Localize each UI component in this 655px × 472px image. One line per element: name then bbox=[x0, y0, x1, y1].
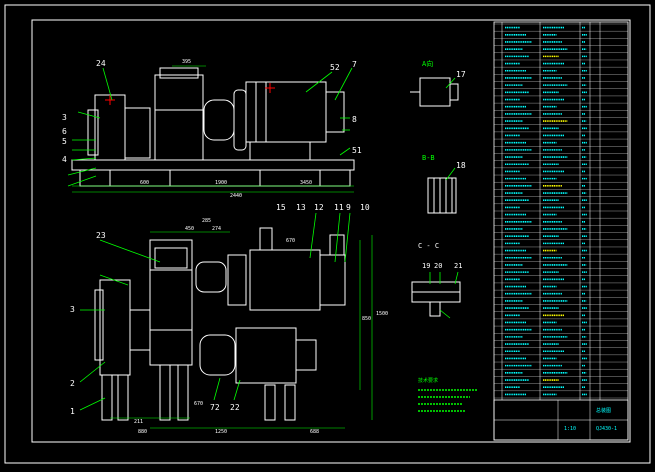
balloon-top-24: 24 bbox=[96, 59, 106, 68]
plan-reducer bbox=[149, 239, 193, 366]
balloon-bottom-10: 10 bbox=[360, 203, 370, 212]
dim-bottom-670-upper: 670 bbox=[286, 238, 295, 244]
dim-bottom-880: 880 bbox=[138, 429, 147, 435]
dimension-lines bbox=[72, 65, 373, 429]
view-a-part bbox=[419, 77, 451, 107]
outer-border bbox=[4, 4, 651, 464]
balloon-bottom-1: 1 bbox=[70, 407, 75, 416]
dim-bottom-274: 274 bbox=[212, 226, 221, 232]
balloon-top-4: 4 bbox=[62, 155, 67, 164]
balloon-bottom-18: 18 bbox=[456, 161, 466, 170]
balloon-bottom-13: 13 bbox=[296, 203, 306, 212]
section-label-c: C - C bbox=[418, 242, 439, 250]
dim-bottom-450: 450 bbox=[185, 226, 194, 232]
title-drawing-title: 总装图 bbox=[596, 407, 611, 414]
balloon-bottom-9: 9 bbox=[346, 203, 351, 212]
dim-top-600: 600 bbox=[140, 180, 149, 186]
view-b-part bbox=[427, 177, 457, 214]
balloon-bottom-22: 22 bbox=[230, 403, 240, 412]
plan-motor-1 bbox=[249, 249, 321, 311]
reducer-body bbox=[154, 74, 204, 161]
plan-coupling-2 bbox=[199, 334, 236, 376]
balloon-top-3: 3 bbox=[62, 113, 67, 122]
table-rows bbox=[494, 23, 628, 399]
dim-bottom-211: 211 bbox=[134, 419, 143, 425]
balloon-bottom-3: 3 bbox=[70, 305, 75, 314]
balloon-top-5: 5 bbox=[62, 137, 67, 146]
balloon-bottom-11: 11 bbox=[334, 203, 344, 212]
balloon-top-6: 6 bbox=[62, 127, 67, 136]
bottom-plan-view bbox=[94, 227, 346, 421]
motor-body bbox=[245, 81, 327, 143]
base-frame bbox=[71, 159, 355, 171]
dim-top-395: 395 bbox=[182, 59, 191, 65]
plan-motor-2 bbox=[235, 327, 297, 384]
dim-bottom-688: 688 bbox=[310, 429, 319, 435]
balloon-bottom-19: 19 bbox=[422, 262, 430, 270]
leaders bbox=[67, 67, 459, 411]
technical-notes: 技术要求 bbox=[418, 377, 478, 412]
balloon-bottom-21: 21 bbox=[454, 262, 462, 270]
balloon-bottom-23: 23 bbox=[96, 231, 106, 240]
side-views bbox=[410, 77, 461, 317]
notes-title: 技术要求 bbox=[418, 377, 438, 384]
balloon-bottom-15: 15 bbox=[276, 203, 286, 212]
dim-top-1900: 1900 bbox=[215, 180, 227, 186]
section-label-a: A向 bbox=[422, 59, 433, 68]
dim-top-2440: 2440 bbox=[230, 193, 242, 199]
title-scale: 1:10 bbox=[564, 426, 576, 432]
dim-bottom-850: 850 bbox=[362, 316, 371, 322]
parts-table bbox=[493, 21, 629, 441]
balloon-top-52: 52 bbox=[330, 63, 340, 72]
balloon-bottom-72: 72 bbox=[210, 403, 220, 412]
inner-frame bbox=[31, 19, 631, 443]
balloon-bottom-12: 12 bbox=[314, 203, 324, 212]
dim-bottom-1500: 1500 bbox=[376, 311, 388, 317]
dim-top-3450: 3450 bbox=[300, 180, 312, 186]
dim-bottom-1250: 1250 bbox=[215, 429, 227, 435]
dim-bottom-670-lower: 670 bbox=[194, 401, 203, 407]
dim-bottom-285: 285 bbox=[202, 218, 211, 224]
balloon-top-17: 17 bbox=[456, 70, 466, 79]
plan-coupling-1 bbox=[195, 261, 227, 293]
balloon-bottom-2: 2 bbox=[70, 379, 75, 388]
section-label-b: B-B bbox=[422, 154, 435, 162]
balloon-top-8: 8 bbox=[352, 115, 357, 124]
balloon-bottom-20: 20 bbox=[434, 262, 442, 270]
title-drawing-no: QJ430-1 bbox=[596, 426, 617, 432]
balloon-top-7: 7 bbox=[352, 60, 357, 69]
plan-brake bbox=[99, 279, 131, 376]
coupling bbox=[203, 99, 235, 141]
top-front-view bbox=[71, 67, 355, 187]
balloon-top-51: 51 bbox=[352, 146, 362, 155]
